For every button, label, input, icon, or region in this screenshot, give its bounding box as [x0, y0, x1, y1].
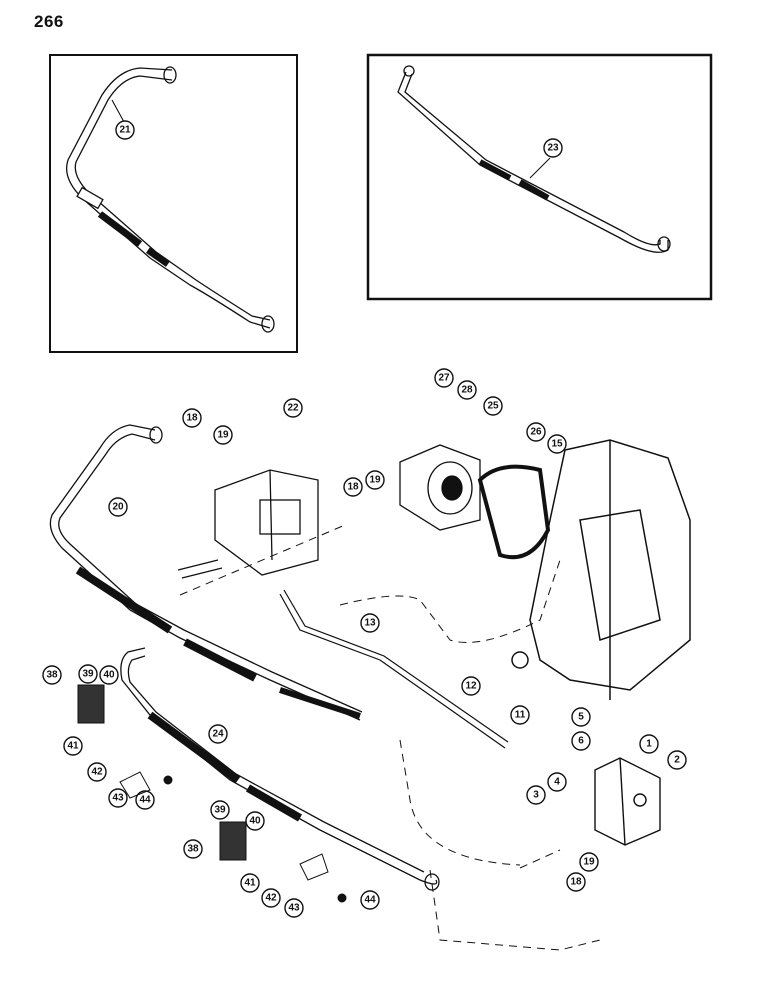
callout-4: 4	[547, 772, 567, 792]
page-number: 266	[34, 12, 64, 31]
svg-text:42: 42	[91, 767, 103, 778]
svg-text:40: 40	[249, 816, 261, 827]
callout-5: 5	[571, 707, 591, 727]
callout-38b: 38	[183, 839, 203, 859]
callout-18b: 18	[343, 477, 363, 497]
svg-text:18: 18	[570, 877, 582, 888]
callout-44a: 44	[135, 790, 155, 810]
callout-39a: 39	[78, 664, 98, 684]
tube-12-drawing	[279, 589, 509, 749]
callout-28: 28	[457, 380, 477, 400]
callout-26: 26	[526, 422, 546, 442]
callout-41b: 41	[240, 873, 260, 893]
callout-19b: 19	[365, 470, 385, 490]
callout-24: 24	[208, 724, 228, 744]
callout-42b: 42	[261, 888, 281, 908]
routing-dashes	[179, 524, 601, 951]
valve-1-drawing	[594, 757, 661, 846]
svg-text:18: 18	[347, 482, 359, 493]
svg-text:39: 39	[82, 669, 94, 680]
callout-2: 2	[667, 750, 687, 770]
gasket-26-drawing	[477, 464, 551, 560]
svg-text:24: 24	[212, 729, 224, 740]
svg-text:15: 15	[551, 439, 563, 450]
pipe-24-drawing	[120, 647, 440, 891]
svg-text:21: 21	[119, 125, 131, 136]
callout-23: 23	[543, 138, 563, 158]
svg-text:42: 42	[265, 893, 277, 904]
callout-40a: 40	[99, 665, 119, 685]
svg-text:13: 13	[364, 618, 376, 629]
inset-box-right	[366, 53, 713, 301]
callout-41a: 41	[63, 736, 83, 756]
flange-25-drawing	[399, 444, 481, 531]
callout-19a: 19	[213, 425, 233, 445]
pipe-21-drawing	[65, 66, 275, 333]
svg-text:11: 11	[515, 710, 526, 721]
callout-25: 25	[483, 396, 503, 416]
svg-text:41: 41	[67, 741, 79, 752]
svg-text:19: 19	[583, 857, 595, 868]
svg-text:38: 38	[187, 844, 199, 855]
svg-text:28: 28	[461, 385, 473, 396]
svg-text:5: 5	[578, 712, 584, 723]
svg-text:19: 19	[369, 475, 381, 486]
callout-3: 3	[526, 785, 546, 805]
callout-44b: 44	[360, 890, 380, 910]
callout-6: 6	[571, 731, 591, 751]
pipe-20-drawing	[49, 424, 363, 721]
svg-text:44: 44	[139, 795, 151, 806]
callout-19c: 19	[579, 852, 599, 872]
callout-22: 22	[283, 398, 303, 418]
svg-text:6: 6	[578, 736, 584, 747]
callout-43a: 43	[108, 788, 128, 808]
svg-text:43: 43	[288, 903, 300, 914]
callout-27: 27	[434, 368, 454, 388]
callout-20: 20	[108, 497, 128, 517]
svg-text:27: 27	[438, 373, 450, 384]
svg-text:1: 1	[646, 739, 652, 750]
svg-text:2: 2	[674, 755, 680, 766]
leader-23	[529, 157, 551, 179]
svg-text:23: 23	[547, 143, 559, 154]
svg-text:12: 12	[465, 681, 477, 692]
svg-text:3: 3	[533, 790, 539, 801]
pump-22-drawing	[177, 469, 319, 579]
svg-text:38: 38	[46, 670, 58, 681]
callout-18c: 18	[566, 872, 586, 892]
callout-13: 13	[360, 613, 380, 633]
housing-15-drawing	[511, 439, 691, 700]
svg-text:40: 40	[103, 670, 115, 681]
callout-1: 1	[639, 734, 659, 754]
svg-text:44: 44	[364, 895, 376, 906]
callout-18a: 18	[182, 408, 202, 428]
callout-21: 21	[115, 120, 135, 140]
leader-21	[111, 99, 125, 123]
svg-text:43: 43	[112, 793, 124, 804]
svg-text:39: 39	[214, 805, 226, 816]
callout-40b: 40	[245, 811, 265, 831]
callout-39b: 39	[210, 800, 230, 820]
svg-text:26: 26	[530, 427, 542, 438]
pipe-23-drawing	[397, 65, 671, 253]
svg-text:41: 41	[244, 878, 256, 889]
svg-text:20: 20	[112, 502, 124, 513]
callout-15: 15	[547, 434, 567, 454]
svg-text:18: 18	[186, 413, 198, 424]
svg-text:19: 19	[217, 430, 229, 441]
svg-text:4: 4	[554, 777, 560, 788]
callout-42a: 42	[87, 762, 107, 782]
callout-38a: 38	[42, 665, 62, 685]
callout-43b: 43	[284, 898, 304, 918]
callout-12: 12	[461, 676, 481, 696]
inset-box-left	[49, 54, 298, 353]
callout-11: 11	[510, 705, 530, 725]
svg-text:22: 22	[287, 403, 299, 414]
svg-text:25: 25	[487, 401, 499, 412]
hardware-clamps-drawing	[77, 684, 347, 903]
